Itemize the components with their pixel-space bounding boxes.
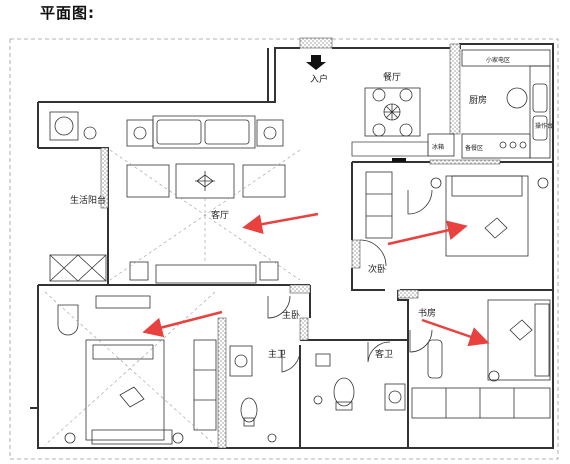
sideboard: [351, 141, 429, 157]
entrance-arrow-icon: [306, 55, 326, 70]
label-pantry: 备餐区: [465, 144, 483, 152]
living-room-furniture: [126, 115, 286, 284]
guest-bath-fixtures: [313, 341, 406, 411]
arrow-master-bedroom: [142, 310, 223, 338]
red-arrows: [142, 212, 490, 347]
arrow-living: [242, 212, 319, 235]
second-bedroom-furniture: [359, 171, 549, 267]
page-title: 平面图:: [40, 4, 95, 22]
label-living-balcony: 生活阳台: [70, 194, 106, 206]
dining-table: [364, 87, 421, 137]
label-operation-table: 操作台: [535, 122, 553, 130]
master-diagonals: [44, 291, 216, 446]
label-study: 书房: [418, 307, 436, 319]
living-diagonals: [109, 149, 301, 281]
master-bedroom-furniture: [57, 295, 291, 445]
balcony-fixtures: [49, 111, 107, 282]
arrow-study: [421, 318, 490, 347]
label-fridge: 冰箱: [432, 143, 444, 151]
outer-dashed-border: [9, 38, 559, 460]
label-small-appliance: 小家电区: [486, 56, 510, 64]
label-master-bath: 主卫: [268, 348, 286, 360]
label-dining: 餐厅: [383, 71, 401, 83]
stipple-walls: [100, 37, 501, 449]
label-entrance: 入户: [310, 73, 328, 85]
label-kitchen: 厨房: [469, 94, 487, 106]
label-second-bedroom: 次卧: [368, 263, 386, 275]
kitchen-counter: [461, 49, 551, 159]
label-guest-bath: 客卫: [375, 348, 393, 360]
label-living-room: 客厅: [211, 209, 229, 221]
label-master-bedroom: 主卧: [282, 309, 300, 321]
arrow-second-bedroom: [387, 220, 468, 246]
master-bath-fixtures: [229, 345, 301, 443]
